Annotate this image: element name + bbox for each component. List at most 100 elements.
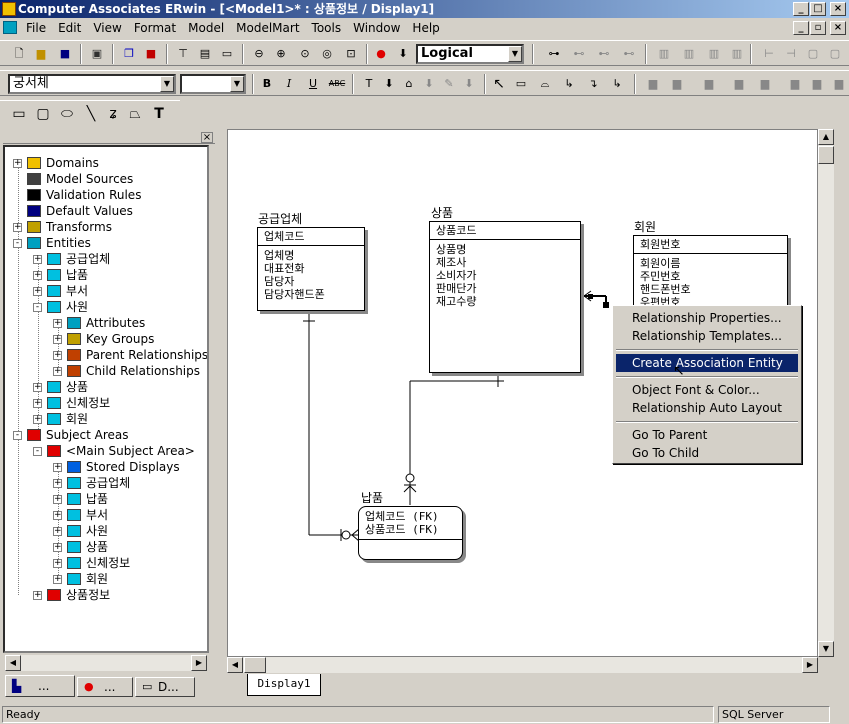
pen-icon[interactable]: ✎ xyxy=(444,77,454,90)
tab-display1[interactable]: Display1 xyxy=(247,674,321,696)
primary-key[interactable]: 상품코드 xyxy=(430,222,580,240)
scroll-left-icon[interactable]: ◀ xyxy=(5,655,21,671)
rounded-rectangle-icon[interactable]: ▢ xyxy=(36,106,50,122)
attribute-level-icon[interactable]: ▤ xyxy=(199,47,211,60)
many-to-many-icon[interactable]: ↴ xyxy=(588,77,598,90)
menu-model[interactable]: Model xyxy=(188,21,225,35)
definition-level-icon[interactable]: ▭ xyxy=(221,47,233,60)
layout-tree-icon[interactable]: ⊷ xyxy=(573,47,585,60)
primary-key[interactable]: 업체코드 xyxy=(258,228,364,246)
scroll-up-icon[interactable]: ▲ xyxy=(818,129,834,145)
align-left-icon[interactable]: ▥ xyxy=(731,47,743,60)
expand-icon[interactable]: + xyxy=(53,494,62,504)
space-vertical-icon[interactable]: ⊣ xyxy=(786,47,796,60)
entity-name-product[interactable]: 상품 xyxy=(431,206,454,220)
expand-icon[interactable]: + xyxy=(53,366,62,376)
expand-icon[interactable]: + xyxy=(13,158,22,168)
font-name-select[interactable]: 궁서체 ▼ xyxy=(8,74,176,94)
mm-icon-5[interactable]: ▆ xyxy=(790,77,800,90)
tree-horizontal-scrollbar[interactable]: ◀ ▶ xyxy=(5,655,207,671)
menu-tools[interactable]: Tools xyxy=(311,21,342,35)
subject-area-icon[interactable]: ● xyxy=(376,47,386,60)
expand-icon[interactable]: + xyxy=(53,558,62,568)
attribute[interactable]: 회원이름 xyxy=(640,257,681,270)
zoom-icon[interactable]: ⊙ xyxy=(300,47,310,60)
font-color-icon[interactable]: T xyxy=(365,77,373,90)
collapse-icon[interactable]: - xyxy=(13,431,22,440)
zoom-fit-icon[interactable]: ◎ xyxy=(322,47,332,60)
expand-icon[interactable]: + xyxy=(33,414,42,424)
entity-name-supplier[interactable]: 공급업체 xyxy=(258,212,303,226)
mdi-minimize-button[interactable]: _ xyxy=(793,21,809,35)
context-menu-item[interactable]: Go To Child xyxy=(632,446,700,460)
attribute[interactable]: 대표전화 xyxy=(264,262,305,275)
foreign-key-2[interactable]: 상품코드 (FK) xyxy=(365,523,439,536)
expand-icon[interactable]: + xyxy=(33,590,42,600)
app-icon[interactable] xyxy=(2,2,16,16)
mm-icon-4[interactable]: ▆ xyxy=(760,77,770,90)
freehand-icon[interactable]: ʑ xyxy=(109,106,117,122)
menu-window[interactable]: Window xyxy=(353,21,401,35)
entity-delivery[interactable]: 업체코드 (FK) 상품코드 (FK) xyxy=(358,506,463,560)
rectangle-icon[interactable]: ▭ xyxy=(12,106,26,122)
collapse-icon[interactable]: - xyxy=(13,239,22,248)
align-middle-icon[interactable]: ▥ xyxy=(683,47,695,60)
stored-display-icon[interactable]: ⬇ xyxy=(398,47,408,60)
collapse-icon[interactable]: - xyxy=(33,447,42,456)
attribute[interactable]: 재고수량 xyxy=(436,295,477,308)
scroll-thumb[interactable] xyxy=(244,657,266,673)
zoom-in-icon[interactable]: ⊕ xyxy=(276,47,286,60)
center-icon[interactable]: ▢ xyxy=(829,47,841,60)
mm-icon-7[interactable]: ▆ xyxy=(834,77,844,90)
expand-icon[interactable]: + xyxy=(33,398,42,408)
entity-level-icon[interactable]: ⊤ xyxy=(178,47,188,60)
line-color-icon[interactable]: ⬇ xyxy=(424,77,434,90)
same-size-icon[interactable]: ▢ xyxy=(807,47,819,60)
scroll-right-icon[interactable]: ▶ xyxy=(191,655,207,671)
relationship-icon[interactable]: ⊶ xyxy=(548,47,560,60)
view-mode-select[interactable]: Logical ▼ xyxy=(416,44,524,64)
tab-model[interactable]: ▙ ... xyxy=(5,675,75,697)
primary-key[interactable]: 회원번호 xyxy=(634,236,787,254)
paint-icon[interactable]: ⌂ xyxy=(405,77,413,90)
expand-icon[interactable]: + xyxy=(33,254,42,264)
menu-help[interactable]: Help xyxy=(412,21,440,35)
context-menu-item[interactable]: Object Font & Color... xyxy=(632,383,760,397)
tab-display[interactable]: ▭ D... xyxy=(135,677,195,697)
close-icon[interactable]: × xyxy=(201,132,213,143)
zoom-out-icon[interactable]: ⊖ xyxy=(254,47,264,60)
context-menu-item[interactable]: Relationship Auto Layout xyxy=(632,401,782,415)
menu-file[interactable]: File xyxy=(26,21,47,35)
expand-icon[interactable]: + xyxy=(53,318,62,328)
minimize-button[interactable]: _ xyxy=(793,2,809,16)
tab-subject-area[interactable]: ● ... xyxy=(77,677,133,697)
expand-icon[interactable]: + xyxy=(53,510,62,520)
mm-icon-1[interactable]: ▆ xyxy=(648,77,658,90)
open-icon[interactable]: ▆ xyxy=(36,47,46,60)
context-menu-item[interactable]: Create Association Entity xyxy=(616,354,798,372)
expand-icon[interactable]: + xyxy=(33,382,42,392)
mdi-restore-button[interactable]: ▫ xyxy=(810,21,826,35)
attribute[interactable]: 담당자 xyxy=(264,275,295,288)
palette-icon[interactable]: ■ xyxy=(145,47,157,60)
non-identifying-rel-icon[interactable]: ↳ xyxy=(612,77,622,90)
attribute[interactable]: 제조사 xyxy=(436,256,467,269)
pointer-icon[interactable]: ↖ xyxy=(493,76,505,92)
expand-icon[interactable]: + xyxy=(53,478,62,488)
strikethrough-icon[interactable]: ABC xyxy=(328,79,346,88)
collapse-icon[interactable]: - xyxy=(33,303,42,312)
canvas-horizontal-scrollbar[interactable]: ◀ ▶ xyxy=(227,657,818,673)
menu-edit[interactable]: Edit xyxy=(58,21,82,35)
scroll-down-icon[interactable]: ▼ xyxy=(818,641,834,657)
expand-icon[interactable]: + xyxy=(53,462,62,472)
document-icon[interactable] xyxy=(3,21,17,34)
attribute[interactable]: 핸드폰번호 xyxy=(640,283,691,296)
expand-icon[interactable]: + xyxy=(53,526,62,536)
windows-icon[interactable]: ❐ xyxy=(124,47,134,60)
save-icon[interactable]: ■ xyxy=(59,47,71,60)
polygon-icon[interactable]: ⏢ xyxy=(129,106,141,122)
